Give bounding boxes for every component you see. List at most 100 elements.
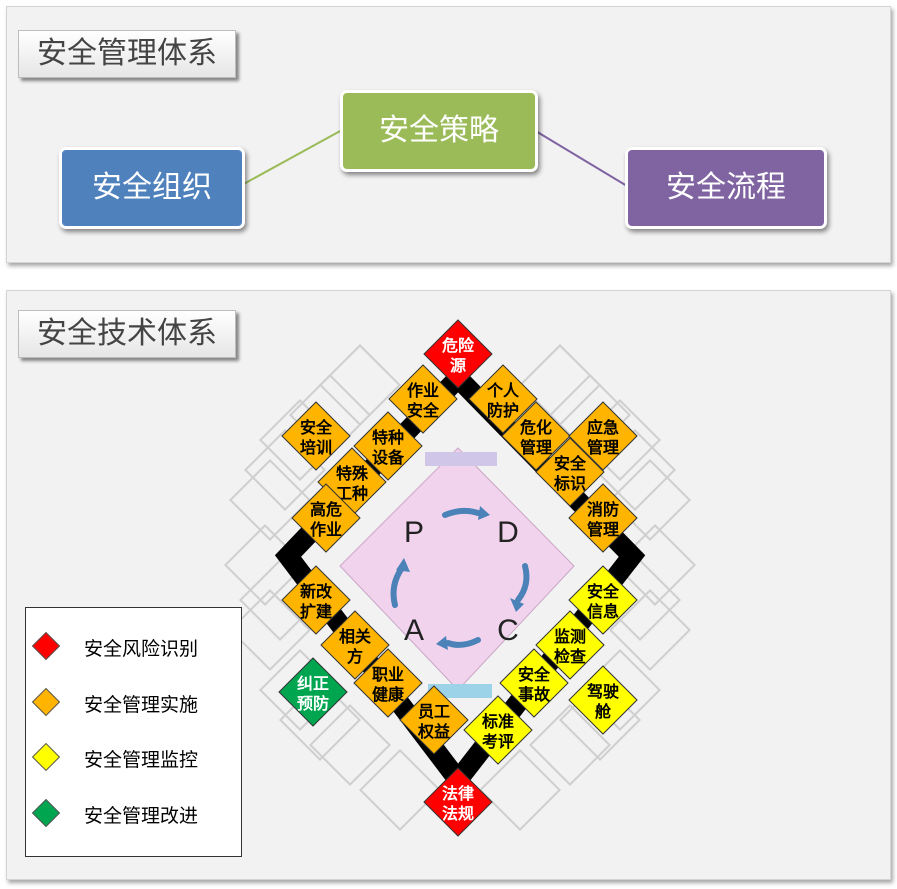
legend-item-implementation: 安全管理实施 bbox=[26, 684, 241, 724]
tile-shape-occupational-health bbox=[353, 648, 423, 718]
tile-shape-accidents bbox=[499, 648, 569, 718]
management-system-title: 安全管理体系 bbox=[18, 30, 236, 78]
safety-organization-box: 安全组织 bbox=[59, 147, 245, 229]
tile-label-high-risk: 作业 bbox=[310, 520, 342, 539]
tile-label-cockpit: 驾驶 bbox=[586, 682, 619, 701]
tile-shape-laws bbox=[423, 767, 493, 837]
tile-label-fire: 消防 bbox=[587, 500, 619, 519]
tile-label-laws: 法规 bbox=[442, 804, 474, 823]
tile-label-work-safety: 作业 bbox=[407, 381, 439, 400]
tile-shape-hazmat bbox=[501, 401, 571, 471]
tile-label-cockpit: 舱 bbox=[595, 702, 612, 721]
legend-label-risk: 安全风险识别 bbox=[84, 638, 199, 660]
tile-shape-special-equipment bbox=[353, 411, 423, 481]
lattice-cell bbox=[318, 343, 402, 427]
arrowhead-p-to-d bbox=[478, 506, 490, 520]
element-tiles: 危险源作业安全个人防护危化管理应急管理安全培训特种设备特殊工种安全标识高危作业消… bbox=[278, 319, 638, 837]
tile-cockpit: 驾驶舱 bbox=[568, 665, 638, 735]
tile-label-special-equipment: 特种 bbox=[372, 428, 404, 447]
tile-label-corrective: 纠正 bbox=[297, 674, 329, 693]
tile-label-personal-protection: 个人 bbox=[486, 381, 520, 400]
tile-label-standards: 考评 bbox=[482, 732, 514, 751]
tile-shape-personal-protection bbox=[468, 364, 538, 434]
tile-shape-safety-training bbox=[281, 401, 351, 471]
legend-item-improvement: 安全管理改进 bbox=[26, 795, 241, 835]
tile-label-safety-info: 信息 bbox=[587, 602, 619, 621]
tile-shape-hazard bbox=[423, 319, 493, 389]
tile-shape-cockpit bbox=[568, 665, 638, 735]
lattice-cell bbox=[358, 748, 442, 832]
tile-label-standards: 标准 bbox=[481, 712, 514, 731]
pdca-a: A bbox=[404, 614, 424, 647]
tile-related-parties: 相关方 bbox=[320, 610, 390, 680]
arrowhead-c-to-a bbox=[436, 636, 448, 650]
arrowhead-a-to-p bbox=[396, 558, 410, 572]
tile-shape-related-parties bbox=[320, 610, 390, 680]
legend-label-improvement: 安全管理改进 bbox=[84, 805, 199, 827]
tile-shape-work-safety bbox=[388, 364, 458, 434]
pdca-cycle-arrows bbox=[390, 507, 530, 648]
tile-label-fire: 管理 bbox=[587, 520, 619, 539]
tile-shape-safety-signs bbox=[535, 437, 605, 507]
tile-label-safety-signs: 标识 bbox=[553, 474, 586, 493]
tile-shape-employee-rights bbox=[399, 685, 469, 755]
tile-label-laws: 法律 bbox=[442, 784, 474, 803]
pdca-p: P bbox=[404, 516, 424, 549]
legend-item-monitoring: 安全管理监控 bbox=[26, 739, 241, 779]
legend-swatch-implementation bbox=[31, 687, 61, 717]
tile-label-work-safety: 安全 bbox=[407, 401, 440, 420]
safety-strategy-box: 安全策略 bbox=[340, 90, 538, 172]
tile-label-personal-protection: 防护 bbox=[487, 401, 519, 420]
tile-label-construction: 新改 bbox=[300, 582, 333, 601]
tile-label-special-work: 工种 bbox=[336, 484, 368, 503]
bottom-bar bbox=[428, 684, 492, 698]
legend-swatch-risk bbox=[31, 631, 61, 661]
tile-shape-emergency bbox=[568, 401, 638, 471]
tile-label-accidents: 安全 bbox=[518, 665, 551, 684]
legend-item-risk: 安全风险识别 bbox=[26, 628, 241, 668]
lattice-cell bbox=[478, 748, 562, 832]
tile-label-safety-training: 培训 bbox=[300, 438, 332, 457]
arrowhead-d-to-c bbox=[510, 598, 524, 612]
tile-label-emergency: 应急 bbox=[587, 418, 619, 437]
lattice-cell bbox=[228, 458, 312, 542]
tile-label-occupational-health: 职业 bbox=[372, 665, 404, 684]
tile-shape-construction bbox=[281, 565, 351, 635]
arrow-a-to-p bbox=[390, 565, 405, 608]
tile-shape-high-risk bbox=[291, 483, 361, 553]
tile-label-emergency: 管理 bbox=[587, 438, 619, 457]
tile-label-hazard: 源 bbox=[450, 356, 466, 375]
arrow-p-to-d bbox=[442, 507, 481, 518]
tile-label-special-equipment: 设备 bbox=[372, 448, 405, 467]
lattice-cell bbox=[308, 703, 392, 787]
tile-shape-standards bbox=[463, 695, 533, 765]
legend-label-monitoring: 安全管理监控 bbox=[84, 749, 199, 771]
tile-shape-corrective bbox=[278, 657, 348, 727]
tile-label-employee-rights: 权益 bbox=[417, 722, 450, 741]
arrow-d-to-c bbox=[515, 563, 530, 603]
tile-label-construction: 扩建 bbox=[300, 602, 332, 621]
tile-label-employee-rights: 员工 bbox=[418, 702, 450, 721]
tile-shape-monitoring bbox=[535, 610, 605, 680]
legend-swatch-monitoring bbox=[31, 742, 61, 772]
pdca-c: C bbox=[497, 614, 519, 647]
safety-process-box: 安全流程 bbox=[625, 147, 827, 229]
top-bar bbox=[425, 452, 497, 466]
connector-org-strategy bbox=[239, 129, 343, 187]
